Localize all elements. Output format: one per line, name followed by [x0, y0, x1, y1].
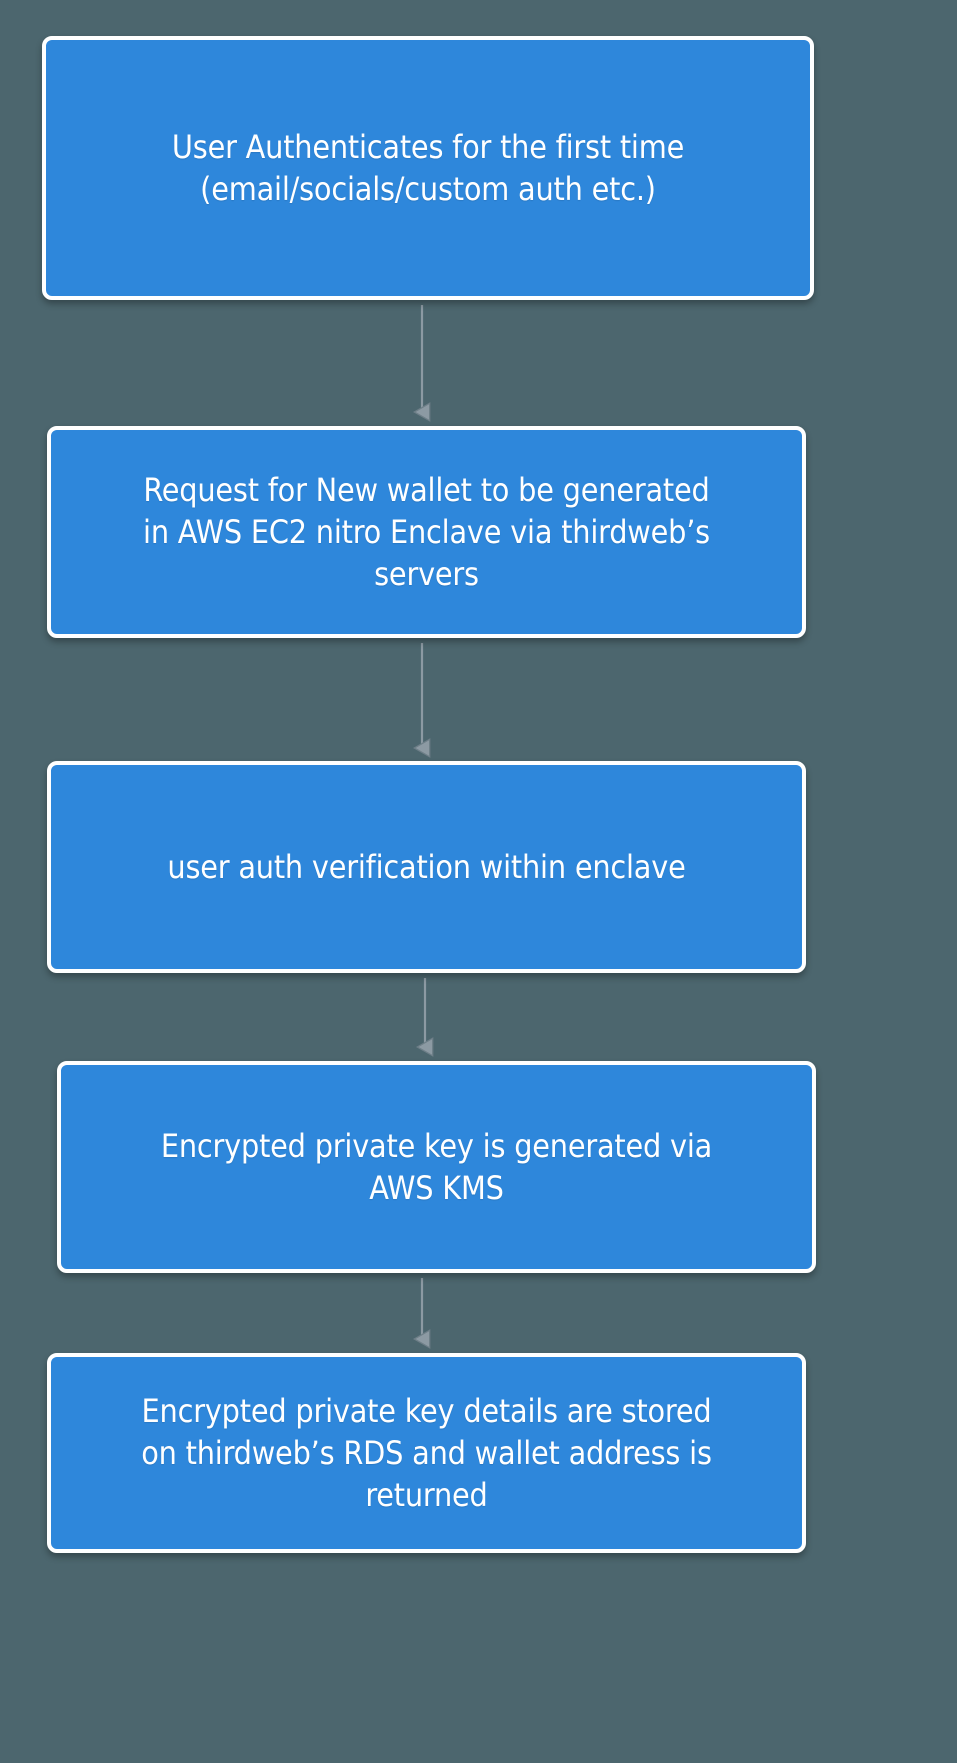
flow-node-user-authenticates[interactable]: User Authenticates for the first time (e… [42, 36, 814, 300]
flow-node-user-auth-verification[interactable]: user auth verification within enclave [47, 761, 806, 973]
flow-node-label: User Authenticates for the first time (e… [171, 127, 685, 208]
flow-node-label: Request for New wallet to be generated i… [143, 470, 710, 594]
flow-node-label: Encrypted private key is generated via A… [160, 1126, 713, 1207]
flow-node-label: Encrypted private key details are stored… [141, 1391, 712, 1515]
flow-node-encrypted-key-generated[interactable]: Encrypted private key is generated via A… [57, 1061, 816, 1273]
flow-node-request-new-wallet[interactable]: Request for New wallet to be generated i… [47, 426, 806, 638]
flow-node-label: user auth verification within enclave [167, 847, 686, 886]
flow-node-key-stored-address-returned[interactable]: Encrypted private key details are stored… [47, 1353, 806, 1553]
